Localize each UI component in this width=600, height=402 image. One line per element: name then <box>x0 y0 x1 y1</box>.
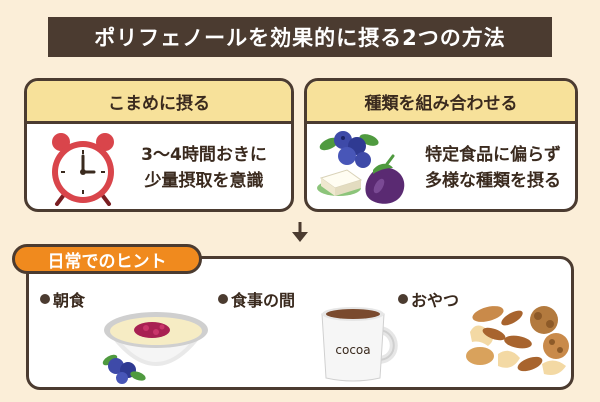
hint-label: 食事の間 <box>231 291 296 310</box>
mug-label: cocoa <box>335 343 370 357</box>
hint-item-between-meals: 食事の間 <box>218 287 295 311</box>
hint-item-breakfast: 朝食 <box>40 287 85 311</box>
hint-item-snack: おやつ <box>398 287 459 311</box>
nuts-icon <box>466 306 569 375</box>
bullet-dot <box>40 294 50 304</box>
hints-tag: 日常でのヒント <box>12 244 202 274</box>
method-text-line2: 少量摂取を意識 <box>144 171 264 191</box>
page-title: ポリフェノールを効果的に摂る2つの方法 <box>48 17 552 57</box>
method-card-heading: こまめに摂る <box>27 81 291 124</box>
hint-label: 朝食 <box>53 291 86 310</box>
method-card-variety: 種類を組み合わせる 特定食品に偏らず 多様な種類を摂る <box>304 78 578 212</box>
blueberry-tofu-eggplant-icon <box>317 131 405 204</box>
hint-label: おやつ <box>411 291 460 310</box>
method-text-line1: 3〜4時間おきに <box>141 145 267 165</box>
cocoa-mug-icon: cocoa <box>321 307 398 382</box>
method-text-line2: 多様な種類を摂る <box>425 171 561 191</box>
alarm-clock-icon <box>52 133 114 206</box>
method-card-frequent: こまめに摂る 3〜4時間おきに 少量摂取を意識 <box>24 78 294 212</box>
bullet-dot <box>218 294 228 304</box>
bullet-dot <box>398 294 408 304</box>
method-card-heading: 種類を組み合わせる <box>307 81 575 124</box>
method-text-line1: 特定食品に偏らず <box>425 145 561 165</box>
down-arrow-icon <box>292 222 308 242</box>
yogurt-bowl-icon <box>102 312 208 384</box>
